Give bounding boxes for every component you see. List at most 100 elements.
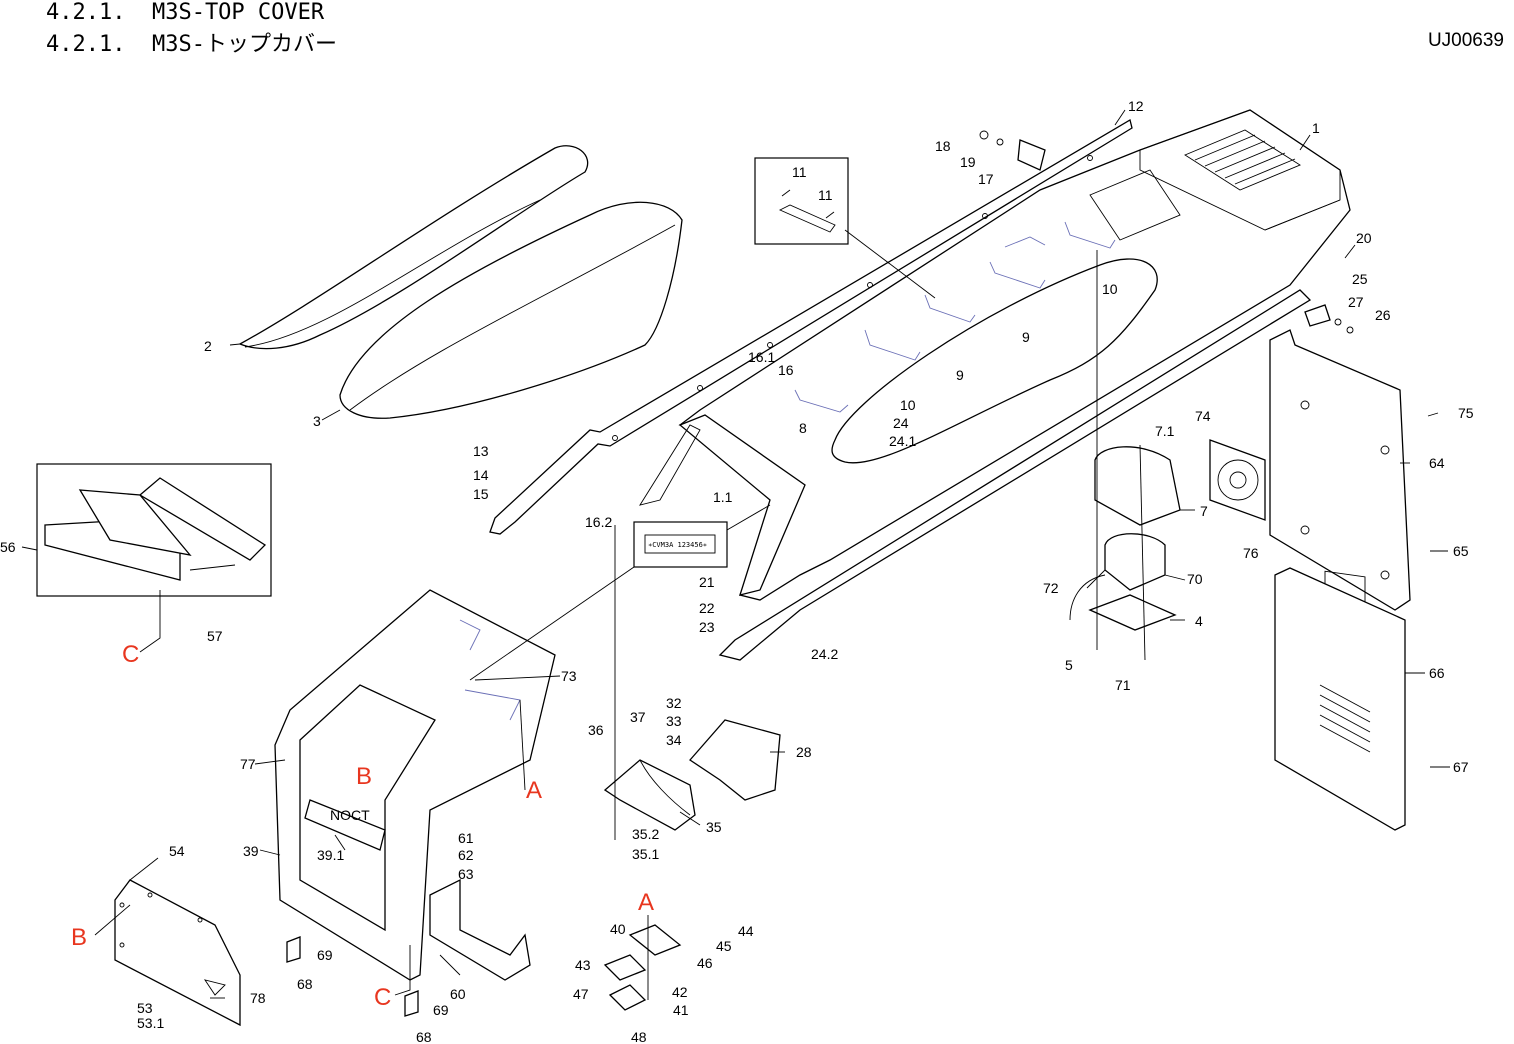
label-32: 32 (666, 695, 682, 711)
label-24: 24 (893, 415, 909, 431)
part-number-labels: 1 1.1 2 3 4 5 7 7.1 8 9 9 10 10 11 11 12… (0, 98, 1474, 1044)
label-22: 22 (699, 600, 715, 616)
ref-mark-a2: A (638, 889, 654, 916)
label-40: 40 (610, 921, 626, 937)
label-28: 28 (796, 744, 812, 760)
part-1-main-top-cover (639, 109, 1351, 661)
label-1-1: 1.1 (713, 489, 733, 505)
label-53: 53 (137, 1000, 153, 1016)
vent-grille (1184, 129, 1301, 191)
label-36: 36 (588, 722, 604, 738)
label-70: 70 (1187, 571, 1203, 587)
label-23: 23 (699, 619, 715, 635)
label-65: 65 (1453, 543, 1469, 559)
label-35: 35 (706, 819, 722, 835)
label-48: 48 (631, 1029, 647, 1044)
label-2: 2 (204, 338, 212, 354)
label-45: 45 (716, 938, 732, 954)
part-64-rear-panel (1269, 329, 1411, 623)
parts-25-26-27 (1304, 304, 1354, 334)
label-77: 77 (240, 756, 256, 772)
label-14: 14 (473, 467, 489, 483)
reference-marks: A A B B C C (71, 641, 654, 1011)
label-16-1: 16.1 (748, 349, 775, 365)
label-39-1: 39.1 (317, 847, 344, 863)
label-34: 34 (666, 732, 682, 748)
part-2-cover-panel (238, 145, 589, 350)
label-7-1: 7.1 (1155, 423, 1175, 439)
label-66: 66 (1429, 665, 1445, 681)
part-39-front-frame: NOCT (274, 589, 556, 981)
label-10b: 10 (900, 397, 916, 413)
label-63: 63 (458, 866, 474, 882)
parts-17-18-19-hinge (979, 130, 1046, 171)
ref-mark-a1: A (526, 777, 542, 804)
label-10a: 10 (1102, 281, 1118, 297)
label-9a: 9 (1022, 329, 1030, 345)
label-75: 75 (1458, 405, 1474, 421)
label-69a: 69 (317, 947, 333, 963)
label-69b: 69 (433, 1002, 449, 1018)
label-27: 27 (1348, 294, 1364, 310)
ref-mark-b1: B (356, 763, 372, 790)
label-33: 33 (666, 713, 682, 729)
label-21: 21 (699, 574, 715, 590)
part-66-lower-panel (1274, 567, 1406, 831)
label-17: 17 (978, 171, 994, 187)
label-1: 1 (1312, 120, 1320, 136)
label-44: 44 (738, 923, 754, 939)
nameplate-text: NOCT (330, 807, 370, 823)
label-54: 54 (169, 843, 185, 859)
title-english: 4.2.1. M3S-TOP COVER (46, 0, 325, 25)
label-35-1: 35.1 (632, 846, 659, 862)
label-15: 15 (473, 486, 489, 502)
label-20: 20 (1356, 230, 1372, 246)
label-26: 26 (1375, 307, 1391, 323)
vent-slots (1319, 684, 1371, 753)
ref-mark-b2: B (71, 924, 87, 951)
part-60-bracket (429, 878, 531, 981)
label-8: 8 (799, 420, 807, 436)
ref-mark-c1: C (122, 641, 139, 668)
document-id: UJ00639 (1427, 30, 1504, 51)
label-57: 57 (207, 628, 223, 644)
label-60: 60 (450, 986, 466, 1002)
label-11a: 11 (792, 164, 807, 180)
part-74-fan (1209, 439, 1266, 521)
label-3: 3 (313, 413, 321, 429)
label-16-2: 16.2 (585, 514, 612, 530)
label-41: 41 (673, 1002, 689, 1018)
sticker-text: ∗CVM3A 123456∗ (648, 541, 707, 549)
part-53-cover-plate (114, 879, 241, 1027)
label-76: 76 (1243, 545, 1259, 561)
label-19: 19 (960, 154, 976, 170)
label-56: 56 (0, 539, 16, 555)
label-35-2: 35.2 (632, 826, 659, 842)
label-72: 72 (1043, 580, 1059, 596)
label-64: 64 (1429, 455, 1445, 471)
label-37: 37 (630, 709, 646, 725)
parts-40-43-47 (603, 915, 682, 1011)
label-74: 74 (1195, 408, 1211, 424)
parts-68-clips (286, 936, 419, 1017)
label-43: 43 (575, 957, 591, 973)
label-9b: 9 (956, 367, 964, 383)
part-28-bracket (689, 719, 781, 801)
part-35-handle (603, 525, 696, 840)
label-47: 47 (573, 986, 589, 1002)
label-24-1: 24.1 (889, 433, 916, 449)
ref-mark-c2: C (374, 984, 391, 1011)
label-13: 13 (473, 443, 489, 459)
leader-lines (21, 109, 1450, 999)
label-11b: 11 (818, 187, 833, 203)
label-62: 62 (458, 847, 474, 863)
label-71: 71 (1115, 677, 1131, 693)
part-3-cover-panel (339, 201, 683, 419)
brackets-8-9-10 (794, 221, 1116, 413)
label-78: 78 (250, 990, 266, 1006)
label-18: 18 (935, 138, 951, 154)
label-68b: 68 (416, 1029, 432, 1044)
label-68a: 68 (297, 976, 313, 992)
part-12-side-rail (489, 118, 1133, 535)
